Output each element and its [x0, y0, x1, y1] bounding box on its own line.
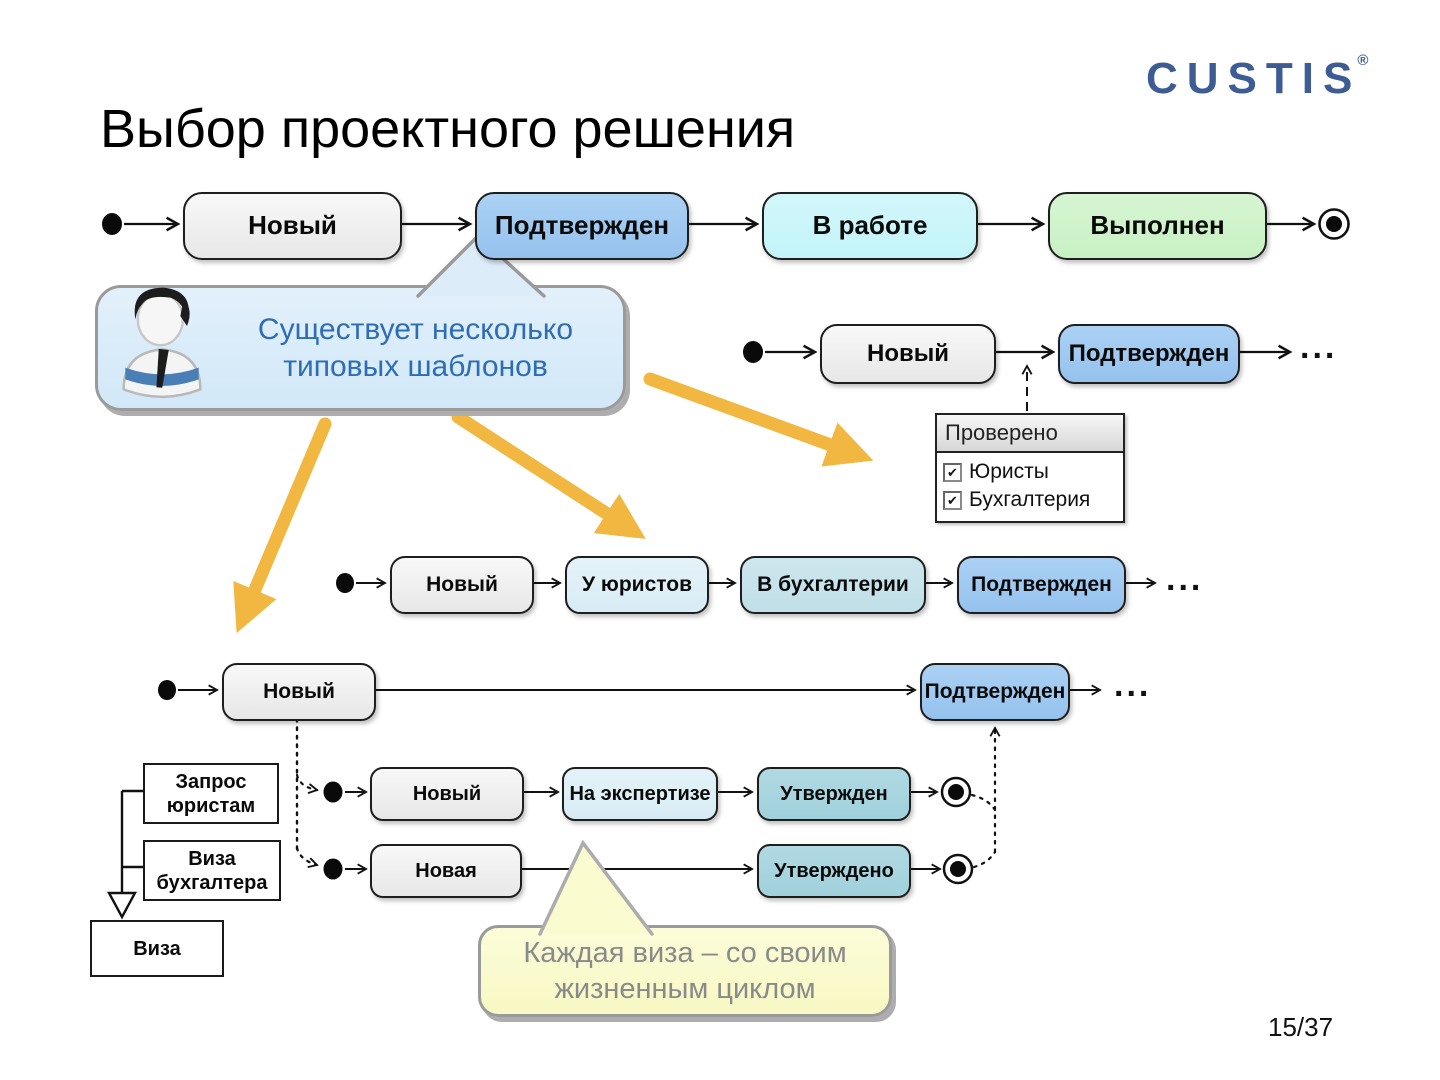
final-state	[940, 776, 972, 808]
state-row1-novyj: Новый	[183, 192, 402, 260]
person-icon	[122, 287, 202, 398]
page-title: Выбор проектного решения	[100, 99, 796, 159]
orange-arrow-middle	[451, 410, 646, 539]
final-state	[942, 853, 974, 885]
state-row1-vypolnen: Выполнен	[1048, 192, 1267, 260]
orange-arrow-right	[643, 372, 874, 467]
state-row4-novyj: Новый	[222, 663, 376, 721]
checkbox-checked-icon: ✔	[943, 462, 962, 482]
checkbox-checked-icon: ✔	[943, 490, 962, 510]
note-item-label: Бухгалтерия	[969, 488, 1091, 511]
class-viza: Виза	[90, 920, 224, 977]
registered-mark-icon: ®	[1357, 52, 1369, 69]
class-zapros-yuristam: Запрос юристам	[143, 763, 279, 824]
initial-state-dot	[158, 680, 176, 700]
ellipsis: ...	[1166, 560, 1204, 598]
initial-state-dot	[743, 341, 763, 363]
orange-arrow-left	[233, 417, 332, 634]
note-item-label: Юристы	[969, 460, 1049, 483]
checklist-note: Проверено ✔ Юристы ✔ Бухгалтерия	[935, 413, 1125, 523]
state-row3-u-yuristov: У юристов	[565, 556, 709, 614]
ellipsis: ...	[1300, 328, 1338, 366]
initial-state-dot	[323, 781, 343, 803]
custis-logo: CUSTIS®	[1146, 52, 1368, 104]
callout-templates-text: Существует несколько типовых шаблонов	[257, 313, 574, 383]
page-number: 15/37	[1268, 1012, 1334, 1042]
initial-state-dot	[102, 213, 122, 235]
state-sub2-novaya: Новая	[370, 844, 522, 898]
state-row1-podtverzhden: Подтвержден	[475, 192, 689, 260]
initial-state-dot	[336, 573, 354, 593]
final-state	[1318, 208, 1350, 240]
state-row3-podtverzhden: Подтвержден	[957, 556, 1126, 614]
note-header: Проверено	[937, 415, 1123, 453]
state-row4-podtverzhden: Подтвержден	[920, 663, 1070, 721]
state-sub2-utverzhdeno: Утверждено	[757, 844, 911, 898]
state-row3-v-buhgalterii: В бухгалтерии	[740, 556, 926, 614]
callout-yellow-tail	[538, 839, 654, 936]
state-row3-novyj: Новый	[390, 556, 534, 614]
state-sub1-novyj: Новый	[370, 767, 524, 821]
callout-visa-text: Каждая виза – со своим жизненным циклом	[523, 937, 847, 1005]
generalization-triangle	[106, 891, 138, 920]
state-sub1-na-ekspertize: На экспертизе	[562, 767, 718, 821]
callout-templates: Существует несколько типовых шаблонов	[95, 285, 626, 411]
class-viza-buhgaltera: Виза бухгалтера	[143, 840, 281, 901]
callout-visa-lifecycle: Каждая виза – со своим жизненным циклом	[478, 925, 892, 1017]
state-sub1-utverzhden: Утвержден	[757, 767, 911, 821]
note-item: ✔ Юристы	[943, 458, 1117, 486]
ellipsis: ...	[1114, 666, 1152, 704]
state-row2-podtverzhden: Подтвержден	[1058, 324, 1240, 384]
initial-state-dot	[323, 858, 343, 880]
state-row1-v-rabote: В работе	[762, 192, 978, 260]
logo-text: CUSTIS	[1146, 54, 1362, 103]
note-item: ✔ Бухгалтерия	[943, 486, 1117, 514]
state-row2-novyj: Новый	[820, 324, 996, 384]
